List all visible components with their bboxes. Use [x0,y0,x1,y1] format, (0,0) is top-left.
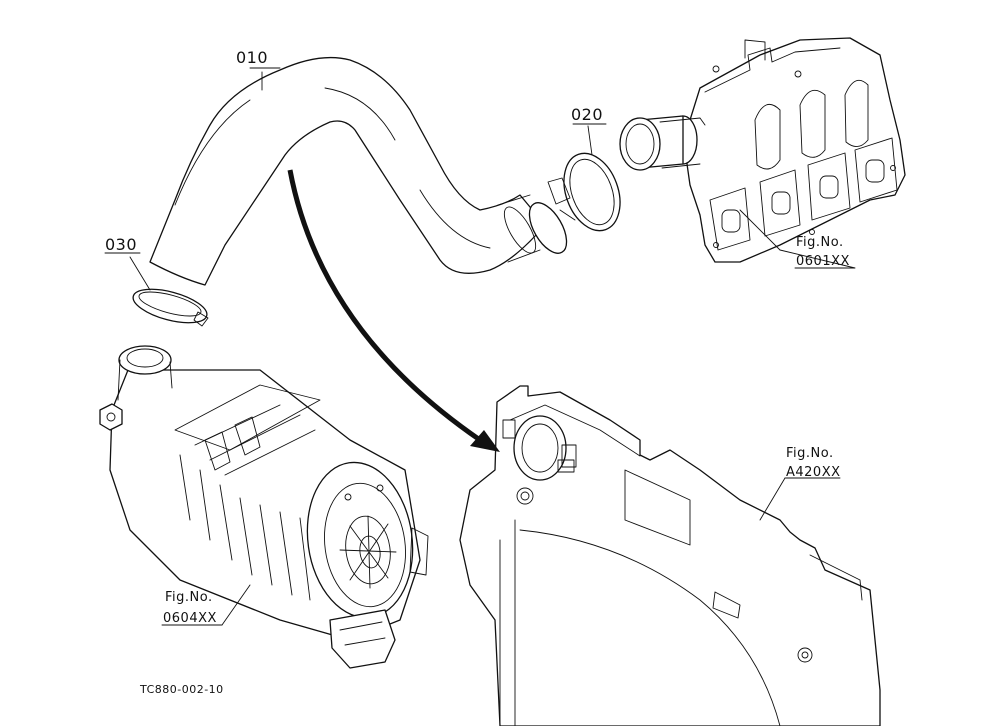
manifold-ref-label: Fig.No. [796,235,844,250]
callout-020: 020 [571,105,603,124]
air-cleaner-ref-label: Fig.No. [165,590,213,605]
hose-clamp-030 [132,288,209,327]
manifold-ref-code: 0601XX [796,254,850,269]
air-cleaner [99,345,429,669]
callout-010: 010 [236,48,268,67]
routing-arrow [287,169,500,452]
bracket-ref-code: A420XX [786,465,841,480]
mounting-bracket [459,385,881,726]
air-cleaner-ref-code: 0604XX [163,611,217,626]
bracket-ref-label: Fig.No. [786,446,834,461]
intake-hose [149,56,568,286]
drawing-code: TC880-002-10 [139,683,224,696]
intake-manifold [619,37,906,263]
callout-030: 030 [105,235,137,254]
hose-clamp-020 [547,152,621,232]
leader-lines [104,67,856,626]
